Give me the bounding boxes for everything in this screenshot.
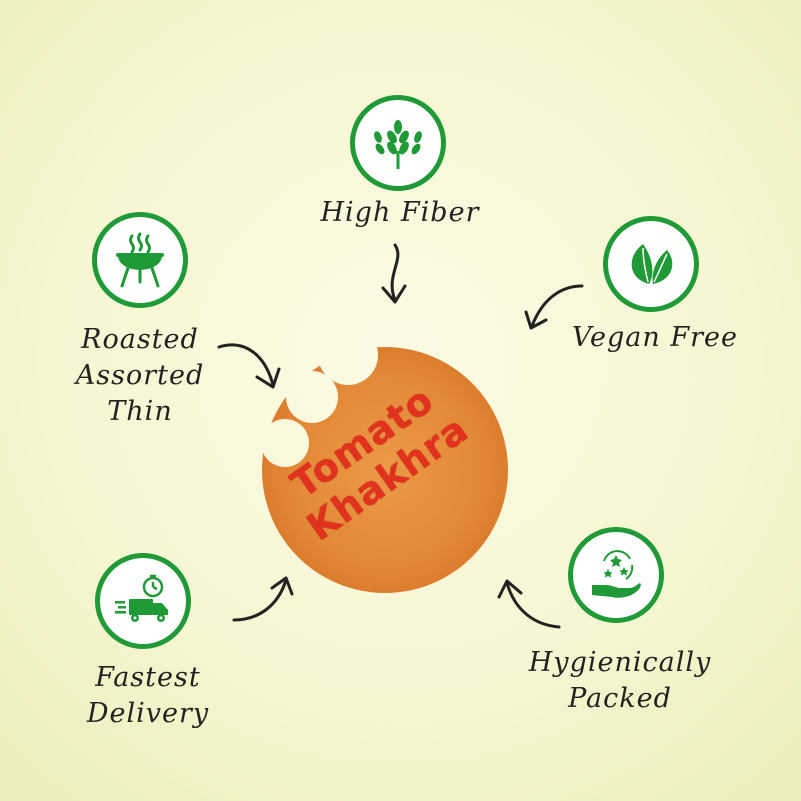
high-fiber-badge <box>350 95 446 191</box>
grill-icon <box>116 232 164 288</box>
delivery-arrow-icon <box>232 576 294 622</box>
vegan-label: Vegan Free <box>572 322 738 353</box>
tomato-khakhra-cookie: Tomato Khakhra <box>240 325 510 595</box>
vegan-arrow-icon <box>524 284 584 330</box>
hygiene-badge <box>568 527 664 623</box>
high-fiber-arrow-icon <box>381 243 407 304</box>
leaves-icon <box>631 244 673 284</box>
cookie-shape <box>262 347 508 593</box>
hygiene-arrow-icon <box>497 579 561 629</box>
roasted-arrow-icon <box>217 343 281 389</box>
hand-sparkle-icon <box>592 550 641 598</box>
delivery-label-line2: Delivery <box>86 698 210 729</box>
roasted-badge <box>92 212 188 308</box>
delivery-truck-icon <box>115 574 168 622</box>
hygiene-label-line2: Packed <box>568 683 672 714</box>
delivery-label-line1: Fastest <box>95 662 201 693</box>
roasted-label-line3: Thin <box>107 396 173 427</box>
roasted-label: Roasted Assorted Thin <box>40 322 240 430</box>
roasted-label-line2: Assorted <box>75 360 205 391</box>
vegan-badge <box>603 216 699 312</box>
delivery-badge <box>95 553 191 649</box>
high-fiber-label: High Fiber <box>320 197 480 228</box>
wheat-icon <box>374 120 422 169</box>
delivery-label: Fastest Delivery <box>48 660 248 732</box>
hygiene-label: Hygienically Packed <box>520 645 720 717</box>
roasted-label-line1: Roasted <box>81 324 199 355</box>
hygiene-label-line1: Hygienically <box>528 647 712 678</box>
